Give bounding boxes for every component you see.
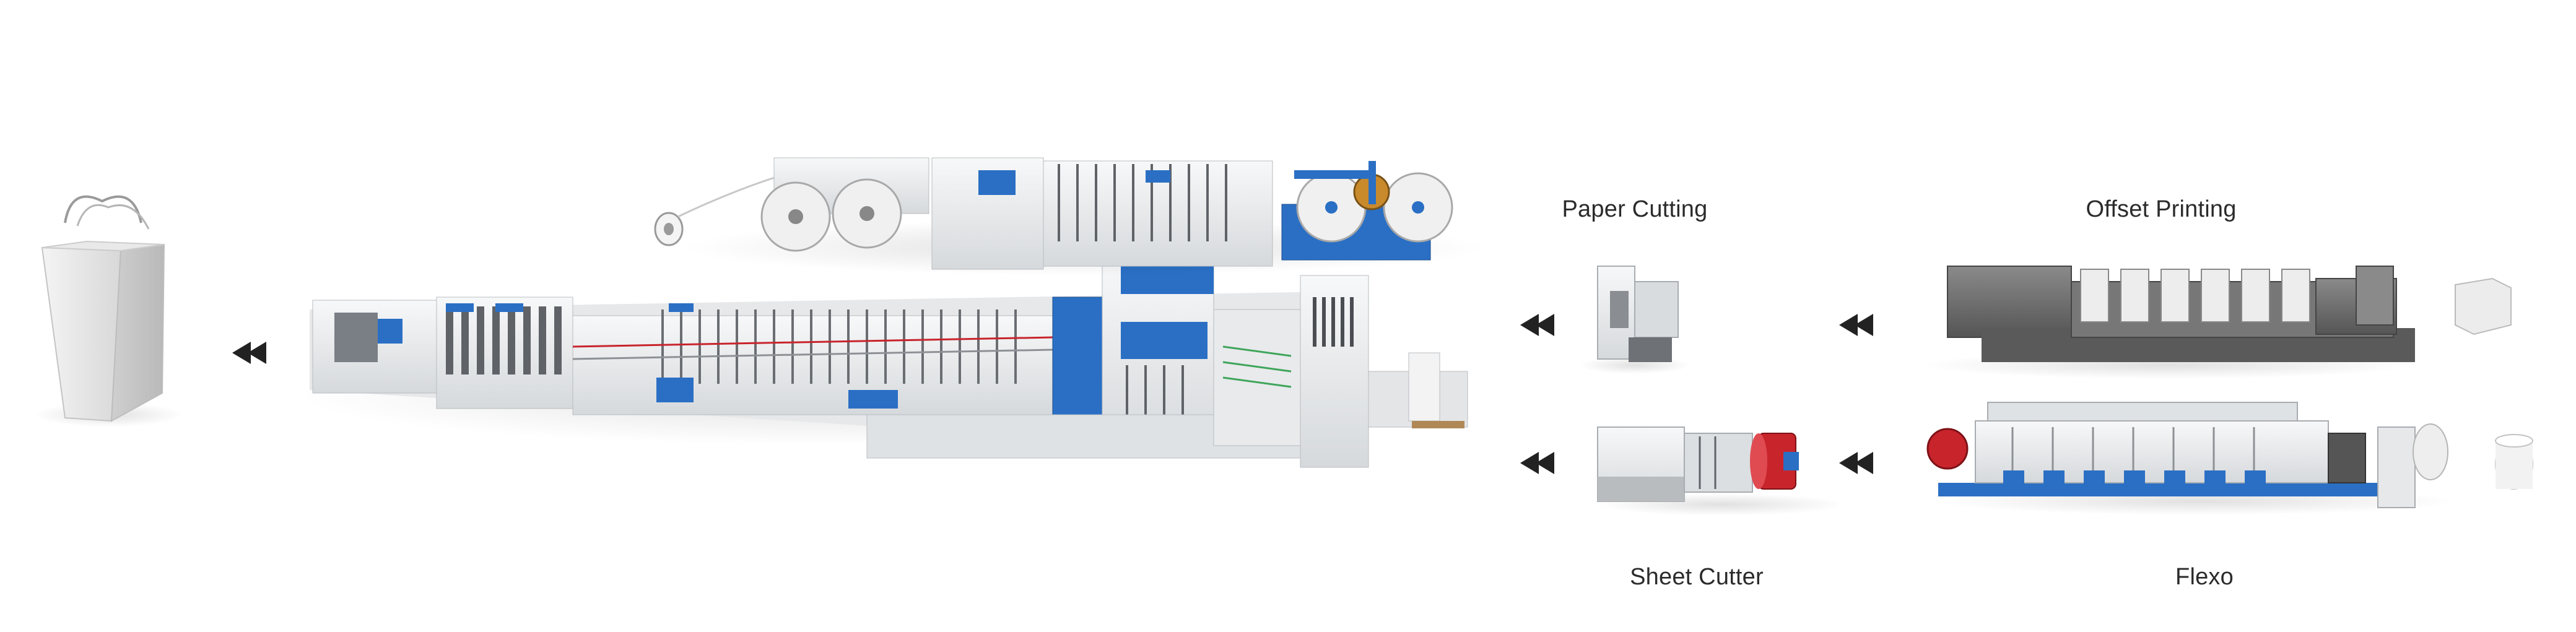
bag-making-machine-upper	[654, 157, 1486, 275]
label-paper-cutting: Paper Cutting	[1562, 196, 1708, 222]
label-flexo: Flexo	[2175, 564, 2234, 590]
sheet-cutter-machine	[1597, 426, 1845, 516]
label-sheet-cutter: Sheet Cutter	[1630, 564, 1764, 590]
flow-arrow-flexo-icon	[1839, 452, 1873, 474]
flow-arrow-sheet-cutter-icon	[1520, 452, 1554, 474]
flow-arrow-to-bag-icon	[232, 342, 266, 364]
bag-making-machine-main	[297, 259, 1468, 468]
paper-cutting-machine	[1579, 266, 1690, 374]
flexo-machine	[1926, 402, 2533, 515]
offset-printing-machine	[1920, 266, 2512, 379]
paper-bag-product	[34, 195, 183, 427]
flow-arrow-offset-printing-icon	[1839, 314, 1873, 336]
label-offset-printing: Offset Printing	[2086, 196, 2237, 222]
flow-arrow-paper-cutting-icon	[1520, 314, 1554, 336]
